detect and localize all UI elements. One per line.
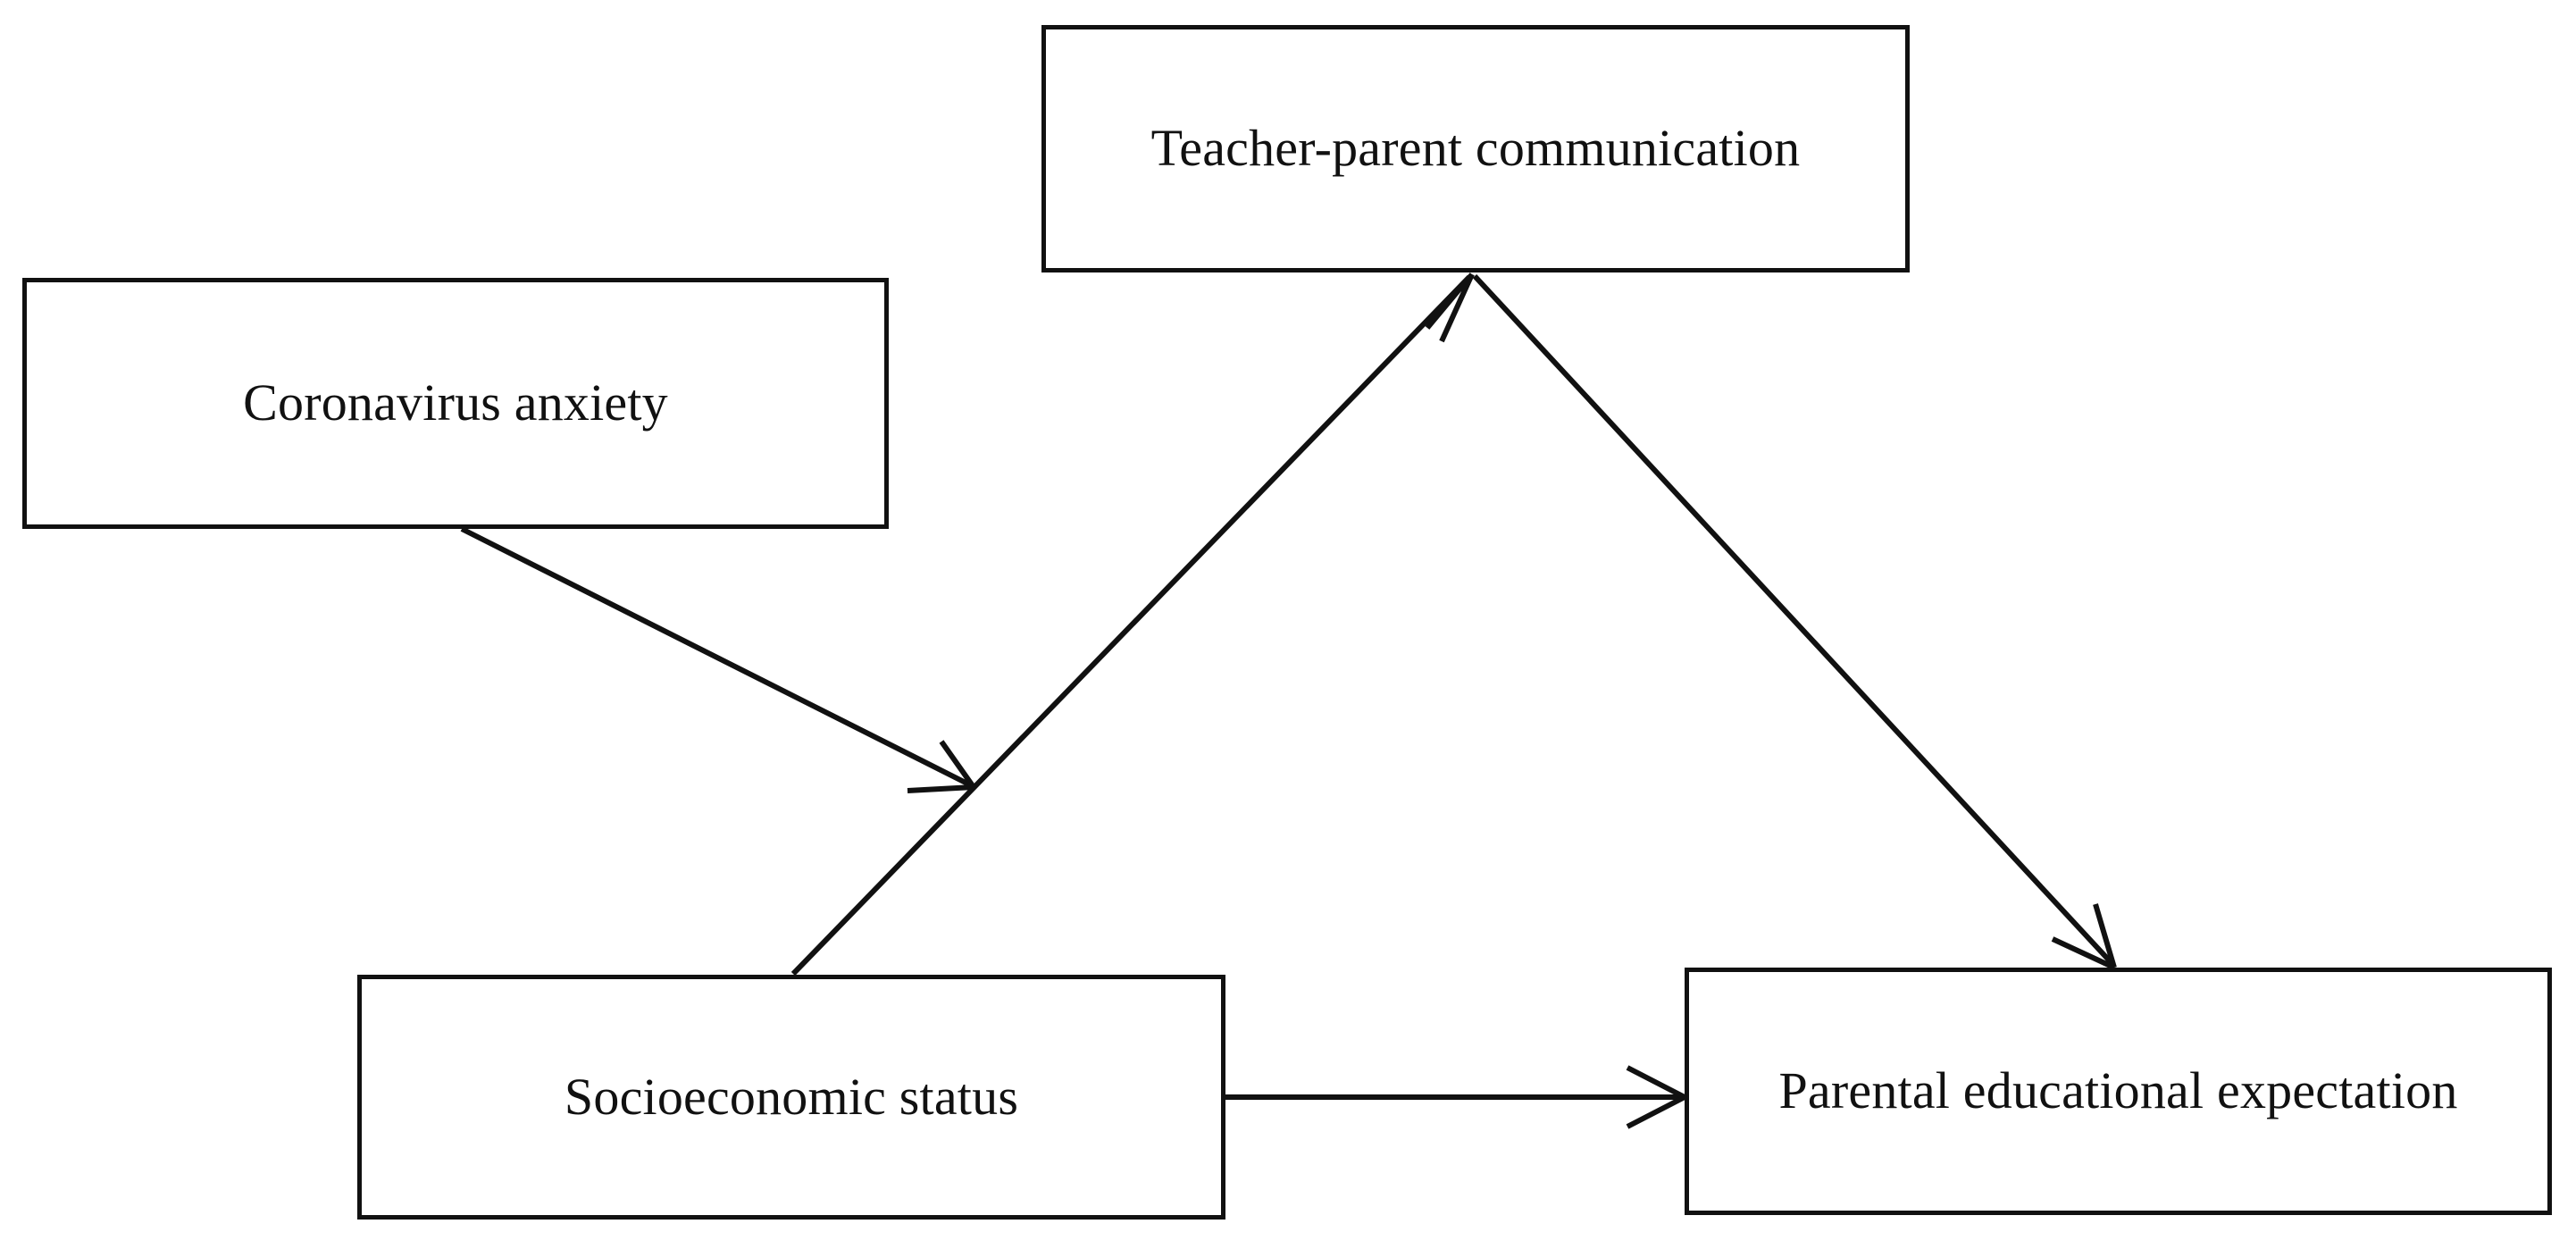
edge-ses-to-communication [790, 272, 1475, 977]
node-socioeconomic-status[interactable]: Socioeconomic status [357, 975, 1225, 1220]
node-label-teacher-parent-communication: Teacher-parent communication [1150, 119, 1801, 178]
edge-communication-to-expectation [1472, 273, 2117, 970]
node-label-parental-educational-expectation: Parental educational expectation [1778, 1061, 2458, 1120]
edge-ses-to-expectation [1225, 1065, 1686, 1129]
node-label-socioeconomic-status: Socioeconomic status [564, 1067, 1019, 1126]
node-coronavirus-anxiety[interactable]: Coronavirus anxiety [22, 278, 889, 529]
node-label-coronavirus-anxiety: Coronavirus anxiety [243, 373, 668, 432]
node-parental-educational-expectation[interactable]: Parental educational expectation [1685, 968, 2552, 1215]
node-teacher-parent-communication[interactable]: Teacher-parent communication [1041, 25, 1910, 272]
edge-anxiety-moderation [460, 526, 976, 793]
